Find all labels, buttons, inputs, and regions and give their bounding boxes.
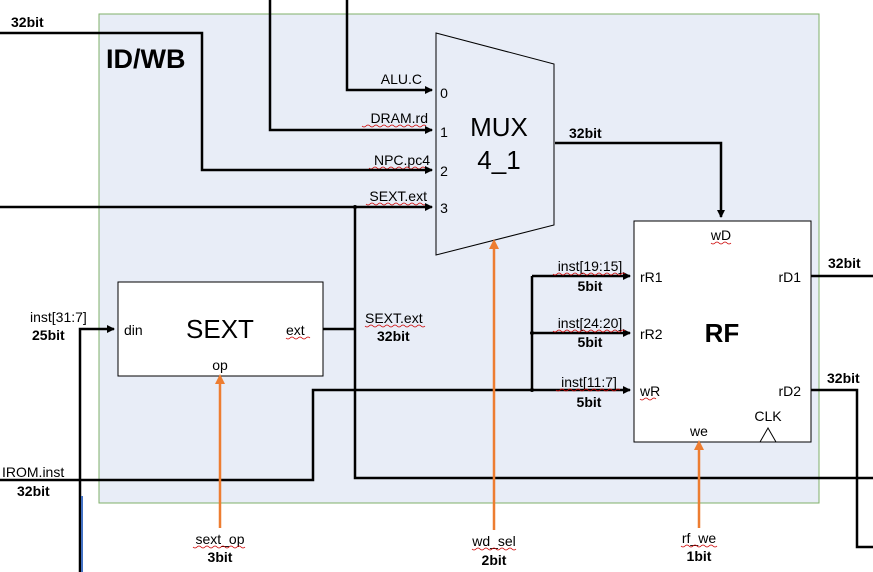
wire-sext-ext-bus <box>353 207 873 480</box>
mux-select-name: wd_sel <box>471 533 516 549</box>
sext-input-width: 25bit <box>32 327 65 343</box>
sext-port-ext: ext <box>286 322 305 338</box>
sext-port-din: din <box>124 322 143 338</box>
wire-rd2-out <box>811 388 873 549</box>
mux-title-line1: MUX <box>470 112 528 142</box>
rf-rr1-width: 5bit <box>578 278 603 294</box>
rf-port-wd: wD <box>710 227 731 243</box>
wire-inst-to-sext <box>78 325 115 572</box>
mux-in-alu-c-label: ALU.C <box>381 71 422 87</box>
mux-port-1: 1 <box>440 124 448 140</box>
mux-port-2: 2 <box>440 163 448 179</box>
sext-title: SEXT <box>186 314 254 344</box>
wire-alu-c <box>345 0 433 94</box>
mux-port-0: 0 <box>440 85 448 101</box>
left-top-width-label: 32bit <box>11 14 44 30</box>
squiggle-rf-we <box>680 544 718 548</box>
mux-select-width: 2bit <box>482 552 507 568</box>
rf-wr-label: inst[11:7] <box>561 374 617 390</box>
wire-dram-rd <box>268 0 433 134</box>
squiggle-sext-out <box>364 324 426 328</box>
rf-port-rd2: rD2 <box>778 383 801 399</box>
rf-rr1-label: inst[19:15] <box>558 258 623 274</box>
stage-title: ID/WB <box>106 44 185 74</box>
squiggle-wd <box>710 241 732 245</box>
rf-rr2-label: inst[24:20] <box>558 315 623 331</box>
mux-in-dram-rd-label: DRAM.rd <box>370 110 428 126</box>
rf-control-name: rf_we <box>682 530 716 546</box>
sext-output-width: 32bit <box>377 328 410 344</box>
squiggle-wr <box>639 397 657 401</box>
rf-control-width: 1bit <box>687 548 712 564</box>
squiggle-dram <box>361 124 427 128</box>
wire-mux-to-rf-wd <box>555 141 725 218</box>
rf-clock-triangle-icon <box>759 426 777 443</box>
rf-block <box>633 220 812 443</box>
sext-control-name: sext_op <box>195 531 244 547</box>
mux-in-sext-ext-label: SEXT.ext <box>369 188 427 204</box>
squiggle-wd-sel <box>471 547 517 551</box>
sext-input-label: inst[31:7] <box>30 309 87 325</box>
wire-wr <box>0 386 631 482</box>
junction-rr2 <box>530 331 534 335</box>
squiggle-sext-mux <box>365 202 427 206</box>
rf-rd1-width: 32bit <box>828 255 861 271</box>
rf-port-wr: wR <box>639 383 660 399</box>
mux-title-line2: 4_1 <box>477 145 520 175</box>
irom-inst-label: IROM.inst <box>2 464 64 480</box>
squiggle-wr-label <box>555 388 621 392</box>
squiggle-sext-op <box>192 545 246 549</box>
rf-port-rr1: rR1 <box>640 269 663 285</box>
junction-sext-mux <box>353 205 357 209</box>
sext-block <box>117 281 324 377</box>
sext-control-width: 3bit <box>208 549 233 565</box>
rf-port-rd1: rD1 <box>778 269 801 285</box>
rf-wr-width: 5bit <box>577 394 602 410</box>
mux-output-width: 32bit <box>569 125 602 141</box>
rf-title: RF <box>705 318 740 348</box>
sext-output-label: SEXT.ext <box>365 310 423 326</box>
mux-in-npc-pc4-label: NPC.pc4 <box>374 152 430 168</box>
mux-4-1-block <box>435 32 555 256</box>
sext-port-op: op <box>212 357 228 373</box>
rf-port-we: we <box>689 423 708 439</box>
rf-port-rr2: rR2 <box>640 326 663 342</box>
rf-rd2-width: 32bit <box>827 370 860 386</box>
squiggle-rr2 <box>552 329 626 333</box>
squiggle-rr1 <box>552 272 626 276</box>
squiggle-ext <box>285 336 311 340</box>
junction-wr <box>530 388 534 392</box>
rf-port-clk: CLK <box>754 408 782 424</box>
irom-inst-width: 32bit <box>17 483 50 499</box>
wire-npc-pc4 <box>0 31 433 174</box>
mux-port-3: 3 <box>440 200 448 216</box>
rf-rr2-width: 5bit <box>578 334 603 350</box>
